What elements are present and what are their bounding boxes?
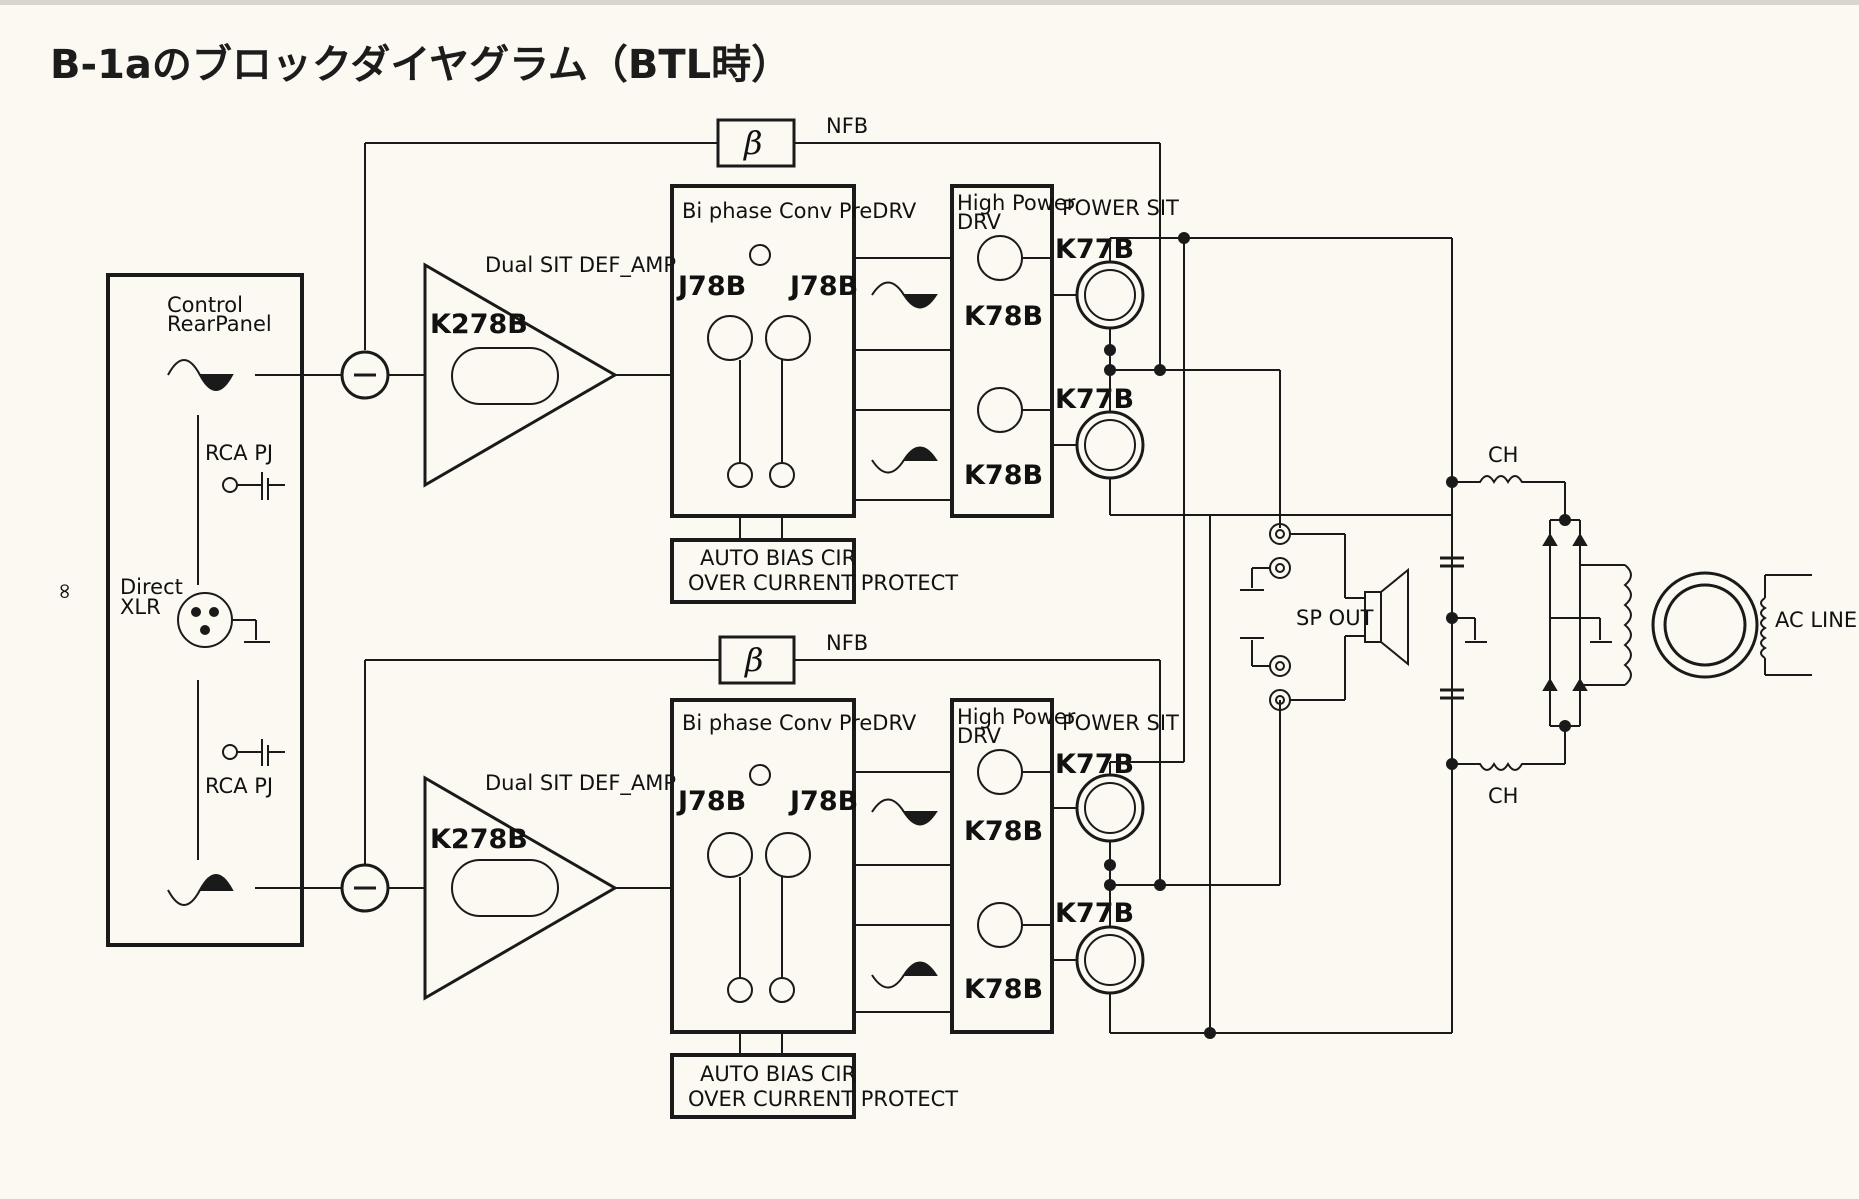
- diagram-title: B-1aのブロックダイヤグラム（BTL時）: [50, 42, 792, 88]
- power-supply: CH CH AC LINE: [1440, 238, 1857, 1033]
- predrv-left-part-lower: J78B: [676, 786, 746, 817]
- channel-lower: β NFB Dual SIT DEF_AMP K278B Bi phase Co…: [255, 515, 1452, 1119]
- bias-line2-lower: OVER CURRENT PROTECT: [688, 1087, 958, 1111]
- predrv-label-upper: Bi phase Conv PreDRV: [682, 199, 917, 223]
- beta-upper: β: [743, 124, 763, 162]
- drv-bottom-part-lower: K78B: [964, 974, 1043, 1005]
- drv-label1-upper: High Power: [957, 191, 1076, 215]
- control-label: Control: [167, 293, 243, 317]
- side-mark: ∞: [52, 582, 77, 600]
- input-panel: Control RearPanel RCA PJ RCA PJ Direct X…: [106, 273, 304, 947]
- nfb-label-upper: NFB: [826, 114, 868, 138]
- power-bottom-part-upper: K77B: [1055, 384, 1134, 415]
- power-label-upper: POWER SIT: [1062, 196, 1179, 220]
- drv-label1-lower: High Power: [957, 705, 1076, 729]
- diff-amp-label-upper: Dual SIT DEF_AMP: [485, 253, 676, 278]
- nfb-label-lower: NFB: [826, 631, 868, 655]
- drv-top-part-lower: K78B: [964, 816, 1043, 847]
- bias-line1-lower: AUTO BIAS CIR: [700, 1062, 856, 1086]
- diff-amp-part-lower: K278B: [430, 824, 528, 855]
- beta-lower: β: [744, 641, 764, 679]
- choke-top-label: CH: [1488, 443, 1518, 467]
- xlr-label: XLR: [120, 595, 161, 619]
- power-label-lower: POWER SIT: [1062, 711, 1179, 735]
- power-top-part-lower: K77B: [1055, 749, 1134, 780]
- rca-pj-bottom-label: RCA PJ: [205, 774, 273, 798]
- power-top-part-upper: K77B: [1055, 234, 1134, 265]
- rca-pj-top-label: RCA PJ: [205, 441, 273, 465]
- power-bottom-part-lower: K77B: [1055, 898, 1134, 929]
- channel-upper: β NFB Dual SIT DEF_AMP K278B Bi phase Co…: [255, 114, 1452, 762]
- predrv-label-lower: Bi phase Conv PreDRV: [682, 711, 917, 735]
- predrv-right-part-lower: J78B: [788, 786, 858, 817]
- sp-out-label: SP OUT: [1296, 606, 1374, 630]
- drv-label2-lower: DRV: [957, 724, 1002, 748]
- direct-label: Direct: [120, 575, 183, 599]
- ac-line-label: AC LINE: [1775, 608, 1857, 632]
- drv-bottom-part-upper: K78B: [964, 460, 1043, 491]
- diff-amp-part-upper: K278B: [430, 309, 528, 340]
- choke-bottom-label: CH: [1488, 784, 1518, 808]
- diff-amp-label-lower: Dual SIT DEF_AMP: [485, 771, 676, 796]
- bias-line2-upper: OVER CURRENT PROTECT: [688, 571, 958, 595]
- drv-label2-upper: DRV: [957, 210, 1002, 234]
- rearpanel-label: RearPanel: [167, 312, 272, 336]
- predrv-right-part-upper: J78B: [788, 271, 858, 302]
- bias-line1-upper: AUTO BIAS CIR: [700, 546, 856, 570]
- top-rule: [0, 0, 1859, 5]
- drv-top-part-upper: K78B: [964, 301, 1043, 332]
- speaker-output: SP OUT: [1240, 523, 1409, 711]
- predrv-left-part-upper: J78B: [676, 271, 746, 302]
